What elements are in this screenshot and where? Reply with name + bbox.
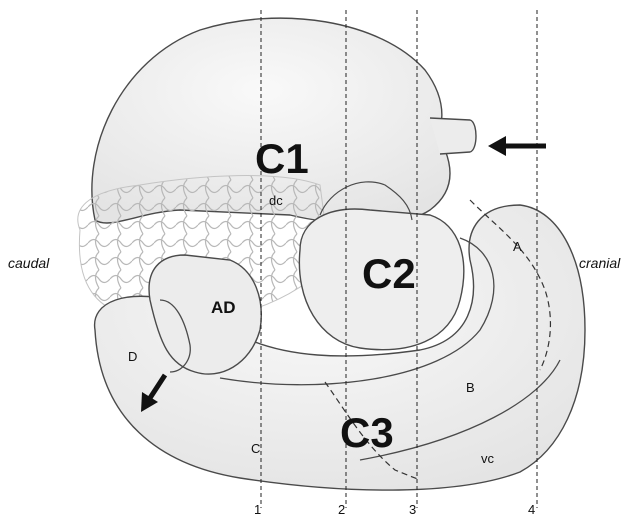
label-c3: C3 bbox=[340, 409, 394, 456]
label-dc: dc bbox=[269, 193, 283, 208]
label-caudal: caudal bbox=[8, 255, 50, 271]
label-d: D bbox=[128, 349, 137, 364]
label-ad: AD bbox=[211, 298, 236, 317]
section-label-3: 3 bbox=[409, 502, 416, 516]
section-label-1: 1 bbox=[254, 502, 261, 516]
label-c1: C1 bbox=[255, 135, 309, 182]
label-c2: C2 bbox=[362, 250, 416, 297]
label-cranial: cranial bbox=[579, 255, 621, 271]
section-label-2: 2 bbox=[338, 502, 345, 516]
label-c: C bbox=[251, 441, 260, 456]
label-b: B bbox=[466, 380, 475, 395]
label-vc: vc bbox=[481, 451, 495, 466]
section-label-4: 4 bbox=[528, 502, 535, 516]
label-a: A bbox=[513, 239, 522, 254]
